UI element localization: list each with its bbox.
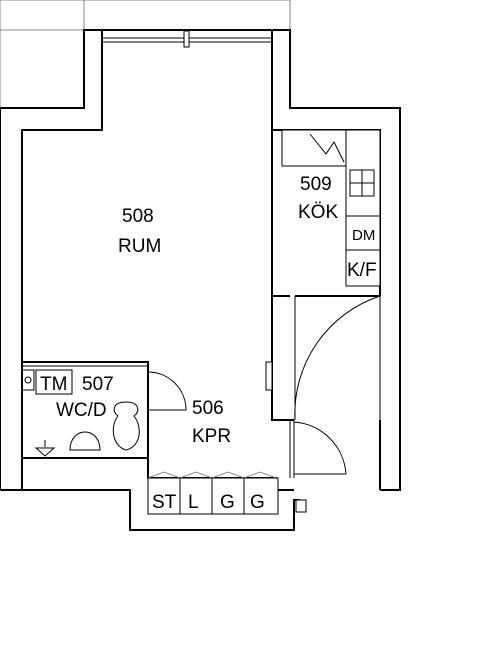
counter-top	[281, 129, 347, 167]
room-506-name: KPR	[192, 426, 231, 447]
entrance-door-arc	[293, 421, 347, 475]
room-506-number: 506	[192, 398, 224, 419]
bathroom-door-arc	[147, 371, 187, 411]
floor-drain-icon	[34, 447, 56, 457]
balcony	[0, 0, 291, 108]
kitchen-counter	[281, 129, 381, 287]
dishwasher-label: DM	[352, 227, 375, 244]
sink-icon	[69, 431, 101, 451]
wardrobe-row	[147, 477, 279, 515]
room-508-number: 508	[122, 206, 154, 227]
wardrobe-g2-label: G	[250, 492, 265, 513]
dishwasher-box	[345, 215, 381, 251]
room-508-name: RUM	[118, 236, 161, 257]
bathroom-door	[147, 368, 187, 411]
fridge-freezer-label: K/F	[347, 260, 377, 281]
fridge-freezer-box	[345, 249, 381, 287]
wardrobe-g1-label: G	[220, 492, 235, 513]
room-507-number: 507	[82, 374, 114, 395]
room-507-name: WC/D	[56, 400, 107, 421]
window-mullion	[183, 30, 190, 48]
kitchen-wall-and-door	[265, 130, 381, 490]
washing-machine-label: TM	[40, 374, 67, 395]
wardrobe-l-label: L	[188, 492, 199, 513]
entrance-door	[289, 420, 347, 478]
washing-machine-box	[35, 369, 73, 395]
room-509-number: 509	[300, 174, 332, 195]
bathroom	[21, 361, 149, 459]
toilet-icon	[112, 401, 140, 451]
wardrobe-st-label: ST	[152, 492, 177, 513]
kitchen-door-arc	[294, 295, 381, 421]
radiator-icon	[265, 361, 273, 391]
exterior-walls	[0, 29, 401, 491]
room-509-name: KÖK	[298, 202, 338, 223]
lower-walls	[21, 458, 307, 531]
